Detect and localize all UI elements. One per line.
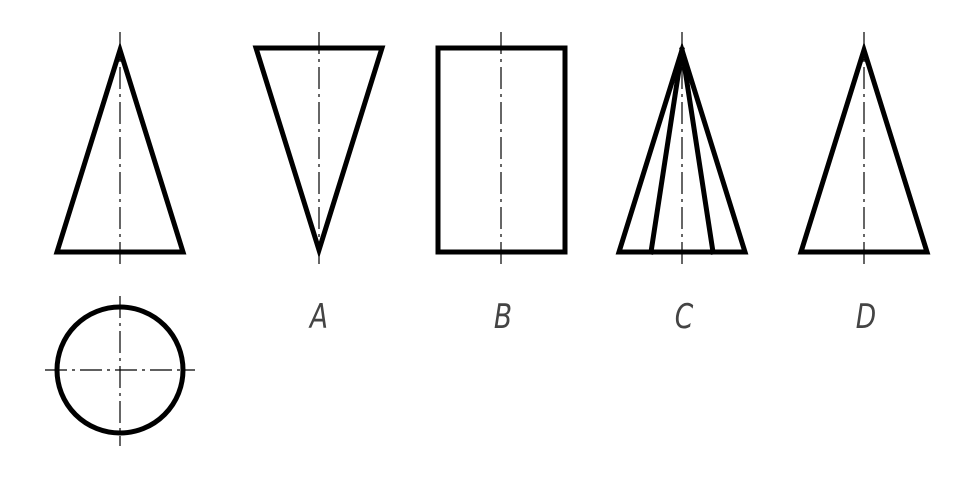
option-a-inverted-triangle <box>252 45 386 259</box>
given-front-view <box>53 32 187 268</box>
option-c-inner-line-right <box>679 47 716 255</box>
option-d-view <box>797 32 931 268</box>
option-c-view <box>615 32 749 268</box>
option-c-triangle <box>615 41 749 255</box>
given-top-view <box>45 296 195 446</box>
option-b-view <box>435 32 568 268</box>
option-a-label: A <box>309 297 329 337</box>
given-top-view-circle <box>54 304 186 436</box>
option-d-triangle <box>797 41 931 255</box>
option-c-inner-line-left <box>648 47 685 255</box>
option-b-label: B <box>493 297 513 337</box>
option-a-view <box>252 32 386 268</box>
option-b-rectangle <box>435 45 568 255</box>
option-c-label: C <box>674 297 694 337</box>
option-d-label: D <box>855 297 877 337</box>
given-front-view-triangle <box>53 41 187 255</box>
